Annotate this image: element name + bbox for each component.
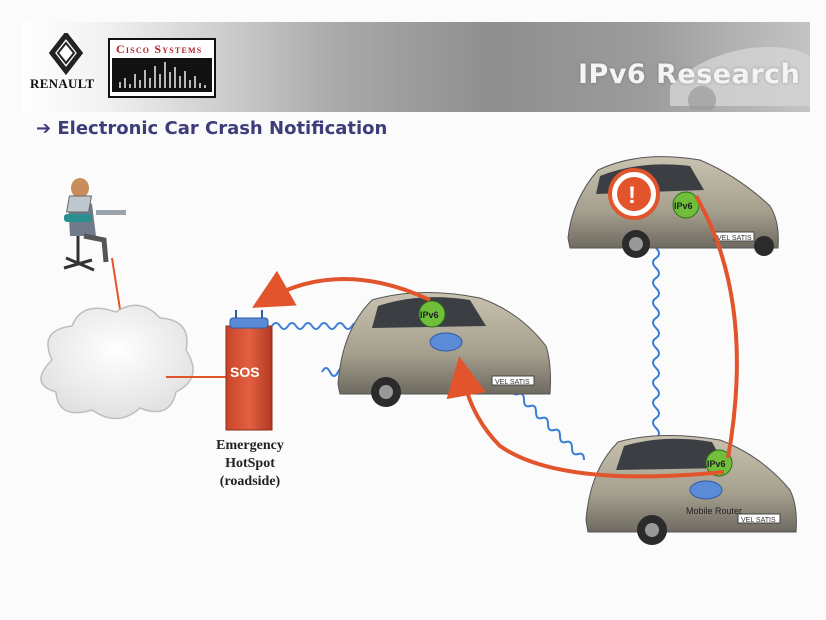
svg-text:IPv6: IPv6: [707, 459, 726, 469]
hotspot-caption-line2: HotSpot: [225, 456, 275, 471]
mobile-router-icon: [689, 480, 723, 500]
relay-car: VEL SATIS: [337, 291, 551, 407]
brand-title: IPv6 Research: [578, 59, 801, 90]
page-title-text: Electronic Car Crash Notification: [57, 118, 388, 139]
svg-text:IPv6: IPv6: [420, 310, 439, 320]
emergency-hotspot-box: SOS: [225, 310, 273, 431]
hotspot-caption: Emergency HotSpot (roadside): [190, 437, 310, 491]
cisco-logo: Cisco Systems: [108, 38, 216, 98]
crash-alert-icon: !: [608, 168, 660, 220]
title-arrow-icon: ➔: [36, 118, 52, 139]
ipv6-badge-mobile-car: IPv6: [705, 449, 733, 477]
cisco-wordmark: Cisco Systems: [116, 42, 203, 56]
relay-to-hotspot-arrow: [252, 270, 431, 308]
internet-cloud: [40, 304, 194, 420]
crash-to-mobile-arrow: [694, 195, 739, 459]
alert-exclamation: !: [628, 182, 636, 209]
crashed-car-plate: VEL SATIS: [717, 235, 752, 242]
page-title: ➔ Electronic Car Crash Notification: [36, 118, 387, 139]
mobile-router-label: Mobile Router: [686, 506, 742, 516]
sos-label: SOS: [230, 364, 260, 380]
mobile-to-relay-arrow: [446, 356, 725, 479]
ipv6-badge-crashed-car: IPv6: [672, 191, 700, 219]
svg-text:IPv6: IPv6: [674, 201, 693, 211]
relay-car-plate: VEL SATIS: [495, 379, 530, 386]
hotspot-caption-line3: (roadside): [219, 474, 281, 489]
mobile-router-car: VEL SATIS Mobile Router: [585, 434, 797, 545]
mobile-car-plate: VEL SATIS: [741, 517, 776, 524]
renault-wordmark: RENAULT: [30, 76, 95, 91]
relay-router-icon: [429, 332, 463, 352]
header-car-image: [670, 47, 810, 110]
operator-person-icon: [63, 178, 126, 272]
cisco-bars-icon: [112, 58, 212, 92]
hotspot-caption-line1: Emergency: [216, 438, 284, 453]
renault-logo: [48, 33, 84, 76]
ipv6-badge-relay-car: IPv6: [418, 300, 446, 328]
